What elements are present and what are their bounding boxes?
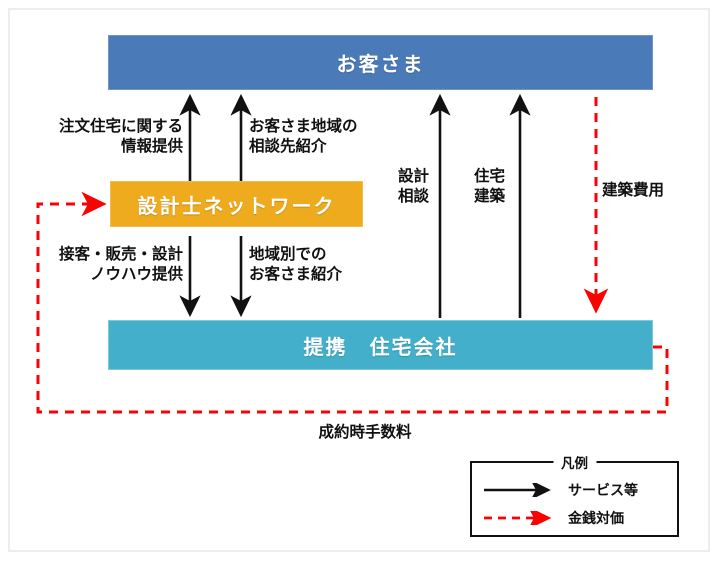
label-design-consultation: 設計 相談 <box>398 168 430 206</box>
dashed-arrow-icon <box>484 511 552 525</box>
label-building-cost: 建築費用 <box>602 182 665 199</box>
label-house-construction: 住宅 建築 <box>474 168 506 206</box>
legend-title: 凡例 <box>553 452 596 472</box>
label-consult-referral: お客さま地域の 相談先紹介 <box>249 118 358 156</box>
label-contract-fee: 成約時手数料 <box>318 424 412 441</box>
legend-item-money: 金銭対価 <box>482 508 624 528</box>
outer-frame <box>8 8 710 552</box>
label-area-customer-referral: 地域別での お客さま紹介 <box>249 246 343 284</box>
legend-box: 凡例 サービス等 金銭対価 <box>470 452 679 537</box>
solid-arrow-icon <box>484 483 551 497</box>
node-architect-network: 設計士ネットワーク <box>110 181 363 227</box>
node-customer: お客さま <box>108 35 653 90</box>
legend-label-money: 金銭対価 <box>568 510 624 526</box>
label-info-provision: 注文住宅に関する 情報提供 <box>58 118 183 156</box>
legend-item-service: サービス等 <box>482 480 638 500</box>
label-knowhow-provision: 接客・販売・設計 ノウハウ提供 <box>58 246 183 284</box>
legend-label-service: サービス等 <box>568 482 638 498</box>
node-partner-housing-company: 提携 住宅会社 <box>108 320 653 370</box>
